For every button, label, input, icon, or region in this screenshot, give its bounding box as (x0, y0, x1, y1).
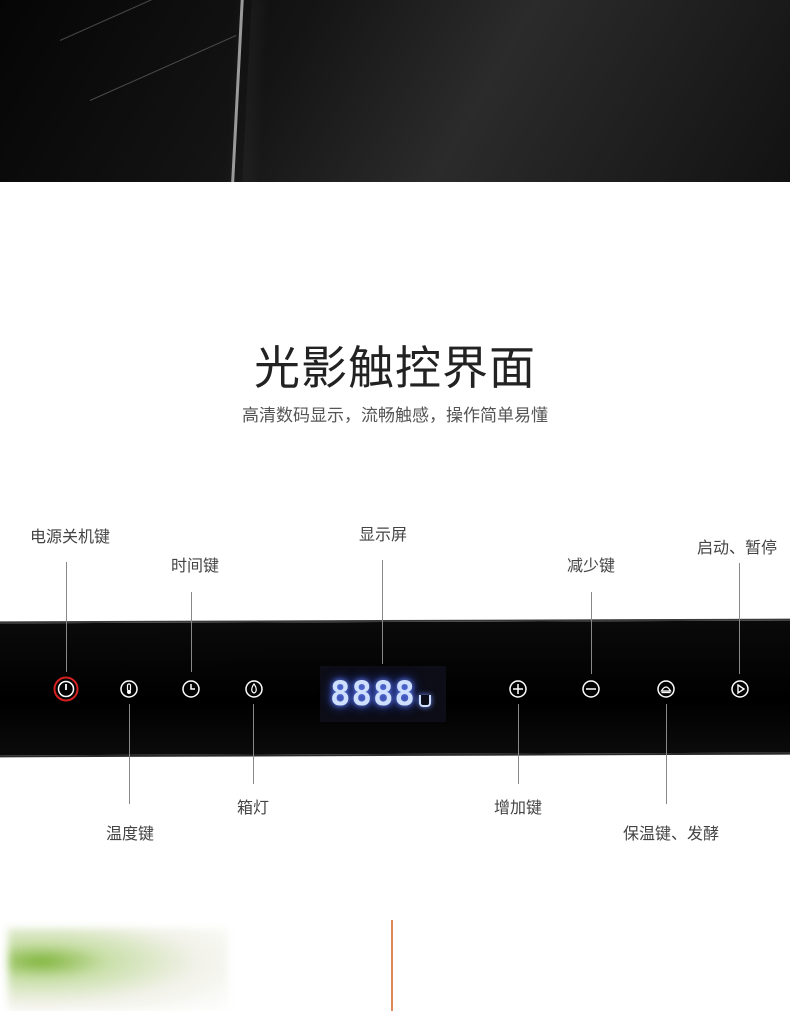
start-pause-button[interactable] (727, 676, 753, 702)
display-digits: 8888 (330, 674, 416, 714)
keep-warm-button[interactable] (653, 676, 679, 702)
label-display: 显示屏 (358, 525, 408, 544)
divider-line (391, 920, 393, 1011)
leader-line (129, 704, 130, 804)
page-title: 光影触控界面 (254, 341, 536, 395)
thermometer-icon (120, 680, 138, 698)
minus-icon (582, 680, 600, 698)
leader-line (382, 560, 383, 664)
power-icon (53, 676, 79, 702)
play-icon (731, 680, 749, 698)
temperature-button[interactable] (116, 676, 142, 702)
leader-line (191, 592, 192, 672)
label-power: 电源关机键 (29, 527, 111, 546)
digital-display: 8888 (320, 666, 446, 722)
label-temperature: 温度键 (105, 824, 155, 843)
leader-line (666, 704, 667, 804)
time-button[interactable] (178, 676, 204, 702)
label-start-pause: 启动、暂停 (696, 538, 778, 557)
lamp-icon (245, 680, 263, 698)
power-button[interactable] (53, 676, 79, 702)
leader-line (66, 562, 67, 672)
label-decrease: 减少键 (566, 556, 616, 575)
glass-edge (230, 0, 253, 182)
increase-button[interactable] (505, 676, 531, 702)
clock-icon (182, 680, 200, 698)
page-subtitle: 高清数码显示，流畅触感，操作简单易懂 (242, 406, 548, 426)
top-product-photo (0, 0, 790, 182)
blurred-photo (8, 928, 228, 1011)
leader-line (739, 563, 740, 674)
label-increase: 增加键 (493, 798, 543, 817)
label-keep-warm: 保温键、发酵 (622, 824, 720, 843)
label-lamp: 箱灯 (236, 798, 270, 817)
leader-line (253, 704, 254, 784)
label-time: 时间键 (170, 556, 220, 575)
decrease-button[interactable] (578, 676, 604, 702)
bread-icon (657, 680, 675, 698)
lamp-button[interactable] (241, 676, 267, 702)
leader-line (518, 704, 519, 784)
plus-icon (509, 680, 527, 698)
light-streak (89, 34, 237, 101)
leader-line (591, 592, 592, 674)
light-streak (59, 0, 243, 41)
water-icon (418, 695, 431, 707)
